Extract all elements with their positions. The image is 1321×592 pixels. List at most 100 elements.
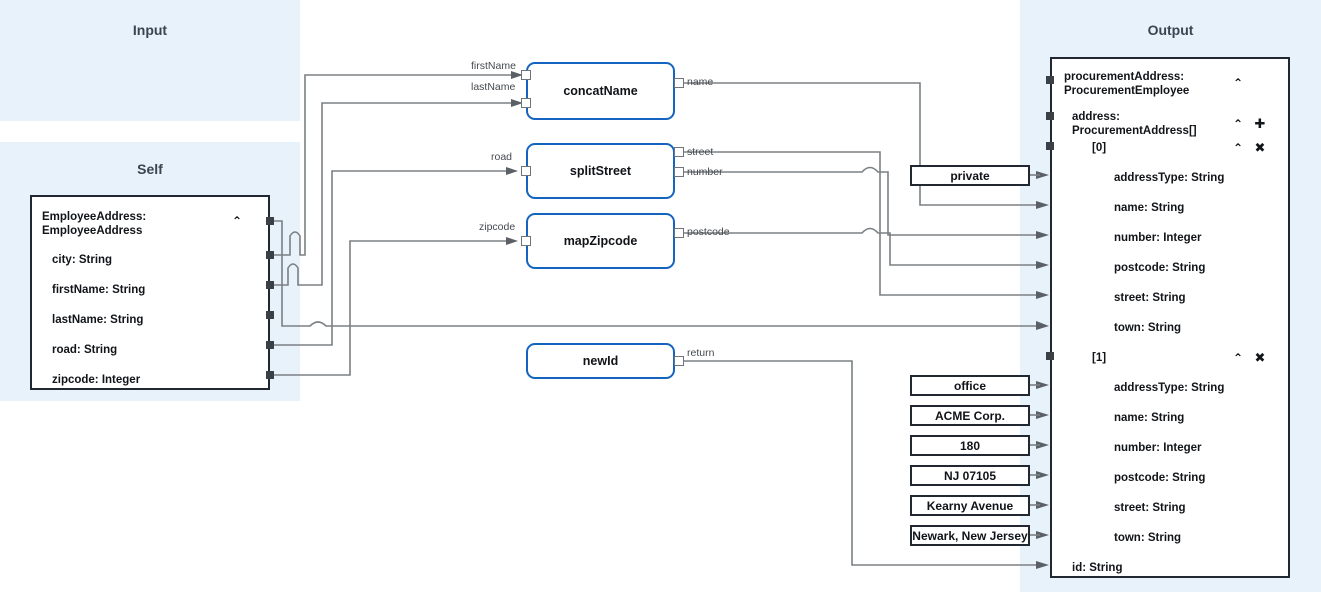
function-node-splitStreet[interactable]: splitStreet — [526, 143, 675, 199]
self-port-lastName[interactable] — [266, 311, 274, 319]
function-node-label: concatName — [563, 84, 638, 98]
remove-item-icon[interactable]: ✖ — [1254, 140, 1266, 155]
fn-in-port-zipcode[interactable] — [521, 236, 531, 246]
self-field-label: firstName: String — [52, 283, 146, 296]
constant-value: ACME Corp. — [935, 408, 1005, 423]
remove-item-icon[interactable]: ✖ — [1254, 350, 1266, 365]
constant-box-office[interactable]: office — [910, 375, 1030, 396]
self-field-firstName[interactable]: firstName: String — [32, 275, 288, 305]
output-item-1-field-name[interactable]: name: String — [1052, 403, 1321, 433]
output-item-1-field-street[interactable]: street: String — [1052, 493, 1321, 523]
output-schema-box: procurementAddress: ProcurementEmployee … — [1050, 57, 1290, 578]
output-port-address-array[interactable] — [1046, 112, 1054, 120]
self-field-label: road: String — [52, 343, 118, 356]
function-node-label: splitStreet — [569, 164, 632, 178]
output-field-label: town: String — [1114, 321, 1182, 334]
fn-out-port-number[interactable] — [674, 167, 684, 177]
self-field-label: zipcode: Integer — [52, 373, 141, 386]
output-field-label: town: String — [1114, 531, 1182, 544]
output-item-1-field-addressType[interactable]: addressType: String — [1052, 373, 1321, 403]
self-schema-header[interactable]: EmployeeAddress: EmployeeAddress — [32, 205, 278, 243]
wire-label-postcode: postcode — [687, 226, 730, 238]
input-panel-title: Input — [132, 22, 168, 38]
self-port-root[interactable] — [266, 217, 274, 225]
constant-box-newark-new-jersey[interactable]: Newark, New Jersey — [910, 525, 1030, 546]
output-port-item-0[interactable] — [1046, 142, 1054, 150]
self-panel-title: Self — [137, 161, 163, 177]
output-item-0-field-town[interactable]: town: String — [1052, 313, 1321, 343]
self-field-label: city: String — [52, 253, 113, 266]
fn-out-port-name[interactable] — [674, 78, 684, 88]
collapse-caret-icon[interactable]: ⌃ — [1232, 140, 1244, 155]
output-port-root[interactable] — [1046, 76, 1054, 84]
fn-out-port-return[interactable] — [674, 356, 684, 366]
input-panel — [0, 0, 300, 121]
wire-label-firstName: firstName — [471, 60, 516, 72]
output-item-1-row[interactable]: [1] — [1052, 343, 1321, 373]
fn-out-port-street[interactable] — [674, 147, 684, 157]
constant-box-acme-corp[interactable]: ACME Corp. — [910, 405, 1030, 426]
self-port-firstName[interactable] — [266, 281, 274, 289]
wire-label-zipcode: zipcode — [479, 221, 516, 233]
wire-label-road: road — [491, 151, 513, 163]
output-root-row[interactable]: procurementAddress: ProcurementEmployee — [1052, 67, 1300, 101]
output-item-0-field-number[interactable]: number: Integer — [1052, 223, 1321, 253]
self-port-zipcode[interactable] — [266, 371, 274, 379]
self-field-zipcode[interactable]: zipcode: Integer — [32, 365, 288, 395]
output-item-1-field-town[interactable]: town: String — [1052, 523, 1321, 553]
function-node-label: mapZipcode — [563, 234, 638, 248]
fn-in-port-lastName[interactable] — [521, 98, 531, 108]
constant-box-private[interactable]: private — [910, 165, 1030, 186]
function-node-newId[interactable]: newId — [526, 343, 675, 379]
constant-box-kearny-avenue[interactable]: Kearny Avenue — [910, 495, 1030, 516]
self-field-road[interactable]: road: String — [32, 335, 288, 365]
function-node-mapZipcode[interactable]: mapZipcode — [526, 213, 675, 269]
output-field-label: postcode: String — [1114, 471, 1206, 484]
output-item-1-controls: ⌃ ✖ — [1227, 351, 1271, 364]
output-item-0-field-street[interactable]: street: String — [1052, 283, 1321, 313]
constant-value: office — [953, 378, 986, 393]
output-root-controls: ⌃ — [1227, 77, 1249, 89]
output-item-0-field-postcode[interactable]: postcode: String — [1052, 253, 1321, 283]
fn-out-port-postcode[interactable] — [674, 228, 684, 238]
self-field-city[interactable]: city: String — [32, 245, 288, 275]
collapse-caret-icon[interactable]: ⌃ — [231, 214, 243, 228]
self-field-lastName[interactable]: lastName: String — [32, 305, 288, 335]
function-node-concatName[interactable]: concatName — [526, 62, 675, 120]
output-panel-title: Output — [1147, 22, 1194, 38]
constant-value: NJ 07105 — [943, 468, 997, 483]
output-item-1-field-postcode[interactable]: postcode: String — [1052, 463, 1321, 493]
output-array-row[interactable]: address: ProcurementAddress[] — [1052, 107, 1308, 141]
collapse-caret-icon[interactable]: ⌃ — [1232, 350, 1244, 365]
output-port-item-1[interactable] — [1046, 352, 1054, 360]
wire-label-return: return — [687, 347, 715, 359]
output-array-label: address: ProcurementAddress[] — [1072, 110, 1197, 137]
output-field-label: number: Integer — [1114, 231, 1202, 244]
constant-box-nj-07105[interactable]: NJ 07105 — [910, 465, 1030, 486]
self-schema-box: EmployeeAddress: EmployeeAddress ⌃ city:… — [30, 195, 270, 390]
output-item-0-row[interactable]: [0] — [1052, 133, 1321, 163]
output-item-label: [0] — [1092, 141, 1107, 154]
output-root-label: procurementAddress: ProcurementEmployee — [1064, 70, 1190, 97]
self-port-city[interactable] — [266, 251, 274, 259]
wire-label-lastName: lastName — [471, 81, 516, 93]
fn-in-port-firstName[interactable] — [521, 70, 531, 80]
collapse-caret-icon[interactable]: ⌃ — [1232, 116, 1244, 131]
output-field-label: id: String — [1072, 561, 1123, 574]
add-item-icon[interactable]: ✚ — [1254, 116, 1266, 131]
output-field-id[interactable]: id: String — [1052, 553, 1308, 583]
wire-label-street: street — [687, 146, 714, 158]
fn-in-port-road[interactable] — [521, 166, 531, 176]
output-item-0-field-name[interactable]: name: String — [1052, 193, 1321, 223]
constant-box-180[interactable]: 180 — [910, 435, 1030, 456]
output-array-controls: ⌃ ✚ — [1227, 117, 1271, 130]
output-item-label: [1] — [1092, 351, 1107, 364]
collapse-caret-icon[interactable]: ⌃ — [1232, 76, 1244, 90]
output-item-0-field-addressType[interactable]: addressType: String — [1052, 163, 1321, 193]
output-item-1-field-number[interactable]: number: Integer — [1052, 433, 1321, 463]
output-field-label: number: Integer — [1114, 441, 1202, 454]
self-port-road[interactable] — [266, 341, 274, 349]
self-schema-header-label: EmployeeAddress: EmployeeAddress — [42, 210, 147, 237]
output-field-label: name: String — [1114, 201, 1185, 214]
